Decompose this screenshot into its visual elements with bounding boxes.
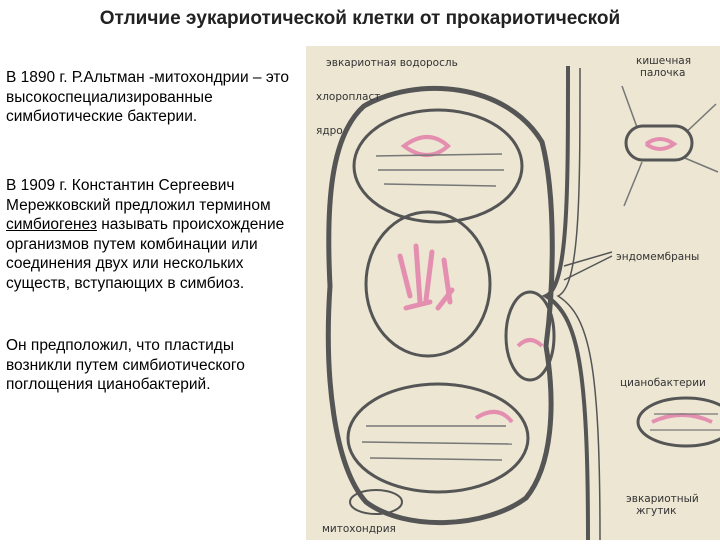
chromatin	[397, 243, 455, 311]
symbiogenesis-term: симбиогенез	[6, 216, 97, 233]
paragraph-merezhkovsky: В 1909 г. Константин Сергеевич Мережковс…	[6, 176, 298, 293]
label-endomembranes: эндомембраны	[616, 251, 699, 263]
label-mitochondria: митохондрия	[322, 523, 396, 535]
label-e-coli-2: палочка	[640, 67, 685, 79]
paragraph-plastids: Он предположил, что пластиды возникли пу…	[6, 337, 245, 393]
label-eukaryotic-alga: эвкариотная водоросль	[326, 57, 458, 69]
paragraph-merezhkovsky-start: В 1909 г. Константин Сергеевич Мережковс…	[6, 177, 271, 214]
paragraph-altman: В 1890 г. Р.Альтман -митохондрии – это в…	[6, 69, 289, 125]
e-coli	[621, 85, 719, 207]
label-e-coli-1: кишечная	[636, 55, 691, 67]
paragraph-merezhkovsky-end: называть происхождение организмов путем …	[6, 216, 285, 292]
cell-membrane	[325, 85, 555, 525]
cell-diagram-svg: эвкариотная водоросль хлоропласт ядро ки…	[306, 46, 720, 541]
label-flagellum-2: жгутик	[636, 505, 676, 517]
label-flagellum-1: эвкариотный	[626, 493, 699, 505]
label-chloroplast: хлоропласт	[316, 91, 380, 103]
chloroplast-bottom	[346, 382, 530, 494]
label-cyanobacteria: цианобактерии	[620, 377, 706, 389]
cell-diagram: эвкариотная водоросль хлоропласт ядро ки…	[306, 46, 720, 541]
chloroplast-top-pink	[400, 135, 451, 157]
mitochondrion-right	[504, 290, 556, 382]
cyanobacterium	[636, 396, 720, 448]
label-nucleus: ядро	[316, 125, 343, 137]
flagellum	[541, 65, 590, 541]
mitochondrion-bottom	[349, 489, 403, 515]
chloroplast-top	[352, 108, 524, 224]
nucleus	[364, 210, 492, 358]
page-title: Отличие эукариотической клетки от прокар…	[99, 8, 621, 29]
